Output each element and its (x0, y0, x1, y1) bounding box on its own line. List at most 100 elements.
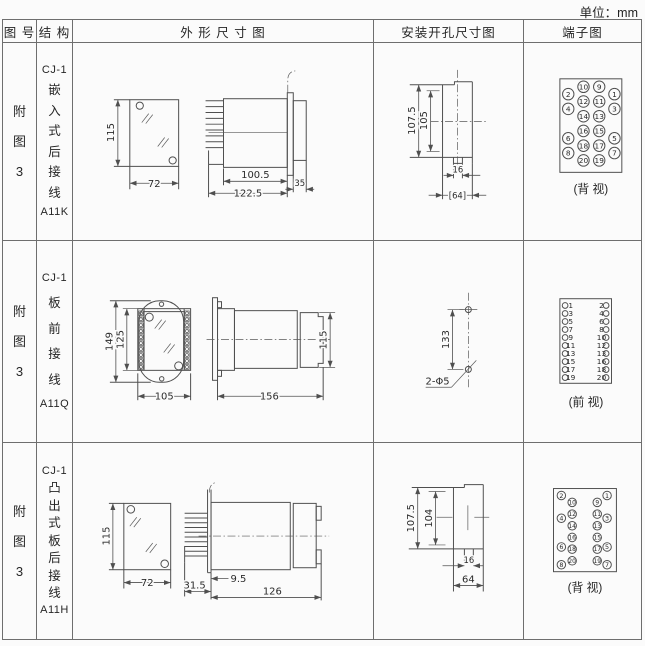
dim-label: 107.5 (406, 504, 417, 532)
vertical-char: 图 (12, 533, 26, 549)
vertical-char: 附 (12, 304, 26, 319)
vertical-char: 线 (48, 185, 61, 200)
terminal-circle (592, 521, 602, 531)
vertical-char: 入 (48, 103, 61, 118)
dim-label: 105 (155, 392, 174, 403)
model-label: CJ-1 (41, 272, 68, 284)
terminal-number: 3 (612, 105, 617, 114)
code-label: A11Q (39, 398, 70, 410)
terminal-circle (577, 124, 590, 138)
terminal-number: 19 (595, 156, 605, 165)
terminal-circle (561, 350, 569, 357)
terminal-number: 18 (568, 547, 576, 553)
terminal-number: 17 (566, 365, 576, 374)
a11q-side-view: 115 156 (206, 297, 336, 404)
terminal-number: 10 (597, 333, 607, 342)
terminal-circle (602, 334, 610, 341)
terminal-number: 20 (597, 373, 607, 382)
terminal-circle (592, 509, 602, 519)
dim-label: 16 (453, 164, 464, 174)
terminal-number: 18 (579, 141, 589, 150)
terminal-circle (608, 87, 621, 101)
terminal-circle (593, 139, 606, 152)
a11q-front-view: 149 125 105 (103, 300, 192, 404)
terminal-caption: (背 视) (574, 182, 609, 196)
terminal-circle (602, 366, 610, 373)
vertical-char: 板 (48, 296, 61, 310)
dim-label: 115 (106, 123, 117, 142)
terminal-circle (556, 490, 567, 501)
terminal-circle (608, 146, 621, 160)
terminal-strip (184, 310, 190, 370)
terminal-number: 5 (605, 543, 609, 551)
terminal-pins (205, 100, 224, 149)
dim-label: 2-Φ5 (426, 376, 450, 387)
terminal-number: 11 (566, 341, 576, 350)
terminal-number: 17 (594, 547, 602, 553)
dim-label: 31.5 (183, 581, 205, 592)
outline-drawing-a11h: 115 72 (100, 482, 330, 601)
terminal-number: 1 (568, 301, 573, 310)
model-label: CJ-1 (41, 64, 68, 76)
mounting-cell-a11q: 133 2-Φ5 (374, 241, 524, 443)
terminal-circle (567, 532, 577, 543)
terminal-circle (592, 556, 602, 566)
outline-cell-a11k: 115 72 1 (73, 43, 374, 241)
terminal-circle (602, 490, 612, 501)
terminal-number: 10 (579, 82, 589, 91)
vertical-char: 嵌 (48, 83, 61, 97)
terminal-number: 13 (597, 349, 607, 358)
terminal-circle (608, 132, 621, 145)
terminal-caption: (背 视) (568, 580, 603, 594)
terminal-circle (602, 310, 610, 317)
unit-label: 单位：mm (579, 6, 638, 20)
terminal-number: 13 (595, 112, 605, 121)
header-outline-dims: 外 形 尺 寸 图 (73, 20, 374, 43)
vertical-char: 后 (48, 144, 61, 159)
structure-cell-1: CJ-1 嵌入式后接线 A11K (37, 43, 73, 241)
terminal-circle (608, 102, 621, 116)
vertical-char: 附 (12, 104, 26, 119)
terminal-circle (562, 146, 575, 160)
dim-label: 35 (294, 178, 305, 188)
terminal-number: 1 (605, 492, 609, 500)
terminal-number: 9 (597, 82, 602, 91)
outline-drawing-a11k: 115 72 1 (104, 70, 315, 201)
terminal-circle (567, 556, 577, 566)
terminal-circle (592, 497, 602, 508)
terminal-number: 4 (566, 105, 571, 114)
terminal-number: 19 (566, 373, 576, 382)
terminal-circle (562, 102, 575, 116)
terminal-circle (561, 310, 569, 317)
terminal-circle (561, 374, 569, 381)
vertical-char: 板 (48, 533, 61, 548)
code-label: A11H (40, 603, 69, 616)
terminal-number: 2 (599, 301, 604, 310)
a11h-cutout: 107.5 104 16 64 (405, 484, 490, 592)
terminal-number: 2 (566, 90, 571, 99)
terminal-circle (593, 80, 606, 94)
terminal-circle (567, 521, 577, 531)
vertical-char: 3 (15, 563, 24, 579)
terminal-number: 11 (595, 97, 605, 106)
terminal-number: 14 (579, 112, 589, 121)
terminal-circle (602, 350, 610, 357)
terminal-number: 8 (599, 325, 604, 334)
terminal-circle (602, 513, 612, 523)
dim-label: 72 (148, 179, 161, 190)
terminal-strip (138, 310, 144, 370)
terminal-circle (561, 366, 569, 373)
terminal-number: 20 (568, 559, 576, 565)
vertical-char: 式 (48, 124, 61, 138)
terminal-number: 12 (597, 341, 606, 350)
dim-label: 122.5 (234, 189, 262, 200)
vertical-char: 凸 (48, 481, 61, 496)
terminal-circle (577, 109, 590, 123)
terminal-number: 1 (612, 90, 617, 99)
terminal-circle (556, 560, 567, 570)
